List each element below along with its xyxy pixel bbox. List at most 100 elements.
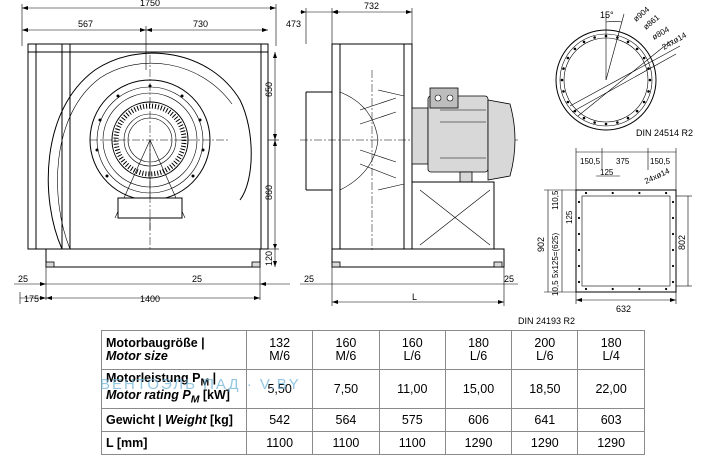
dim-side-series: 5x125=(625)	[551, 233, 560, 278]
bolt-hole	[671, 200, 675, 204]
table-row: Motorleistung PM |Motor rating PM [kW] 5…	[101, 369, 645, 409]
bolt-hole	[566, 100, 570, 104]
table-cell: 641	[511, 408, 579, 432]
bolt-hole	[665, 287, 668, 291]
bolt-hole	[671, 280, 675, 284]
bolt-hole	[648, 78, 652, 82]
table-row: L [mm] 1100 1100 1100 1290 1290 1290	[101, 431, 645, 455]
dim-inlet-depth: 473	[286, 19, 301, 29]
bolt-hole	[562, 67, 565, 70]
bolt-hole	[577, 280, 581, 284]
dim-side-left-off: 25	[304, 274, 314, 284]
table-cell: 5,50	[245, 369, 314, 409]
row-label: Motorbaugröße |Motor size	[101, 330, 247, 370]
table-cell: 1100	[245, 431, 314, 455]
dim-height-top: 650	[264, 82, 274, 97]
dim-overall-width: 1750	[140, 0, 160, 8]
bolt-hole	[577, 200, 581, 204]
dim-inner-h: 802	[677, 235, 687, 250]
table-cell: 575	[378, 408, 446, 432]
side-view: 473 732 25 25	[286, 1, 520, 306]
technical-drawing: 1750 567 730	[14, 0, 693, 326]
dim-side-top: 110,5	[551, 190, 560, 210]
table-cell: 15,00	[444, 369, 513, 409]
watermark: ВЕНТОЭЛЬ ПАД · V.BY	[100, 376, 301, 393]
dim-side-bottom: 10,5	[551, 280, 560, 296]
table-cell: 1290	[511, 431, 579, 455]
table-cell: 542	[245, 408, 314, 432]
dim-left-off: 25	[18, 274, 28, 284]
bolt-hole	[593, 36, 596, 39]
standard-rect: DIN 24193 R2	[518, 316, 575, 326]
dim-left-part: 567	[78, 19, 93, 29]
dim-right-off: 25	[192, 274, 202, 284]
table-cell: 603	[577, 408, 645, 432]
table-cell: 606	[444, 408, 513, 432]
dim-top-pitch: 125	[600, 168, 614, 177]
bolt-hole	[593, 121, 596, 124]
dim-length: L	[412, 292, 417, 302]
dim-top-left: 150,5	[580, 157, 601, 166]
table-cell: 22,00	[577, 369, 645, 409]
bolt-hole	[577, 264, 581, 268]
table-cell: 1290	[577, 431, 645, 455]
row-label: L [mm]	[101, 431, 247, 455]
dim-rect-holes: 24xø14	[643, 166, 671, 186]
row-label: Motorleistung PM |Motor rating PM [kW]	[101, 369, 247, 409]
bolt-hole	[577, 248, 581, 252]
dim-side-pitch: 125	[565, 210, 574, 224]
bolt-hole	[626, 40, 630, 44]
bolt-hole	[642, 56, 646, 60]
bolt-hole	[604, 122, 608, 126]
bolt-hole	[577, 232, 581, 236]
bolt-hole	[560, 78, 564, 82]
bolt-hole	[582, 116, 586, 120]
dim-housing-depth: 732	[364, 1, 379, 11]
bolt-hole	[577, 216, 581, 220]
table-cell: 1100	[312, 431, 380, 455]
table-cell: 1290	[444, 431, 513, 455]
dim-width: 632	[616, 304, 631, 314]
bolt-hole	[671, 232, 675, 236]
bolt-hole	[566, 56, 570, 60]
bolt-hole	[671, 216, 675, 220]
row-label: Gewicht | Weight [kg]	[101, 408, 247, 432]
table-cell: 564	[312, 408, 380, 432]
table-row: Gewicht | Weight [kg] 542 564 575 606 64…	[101, 408, 645, 432]
dim-top-right: 150,5	[650, 157, 671, 166]
bolt-hole	[562, 90, 565, 93]
dim-side-right-off: 25	[504, 274, 514, 284]
bolt-hole	[626, 116, 630, 120]
standard-round: DIN 24514 R2	[636, 128, 693, 138]
bolt-hole	[616, 121, 619, 124]
bolt-hole	[671, 248, 675, 252]
table-cell: 1100	[378, 431, 446, 455]
rect-flange: 150,5 375 150,5 125 24xø14 110,5 125 5x1…	[518, 148, 692, 326]
bolt-hole	[584, 191, 588, 195]
bolt-hole	[638, 287, 641, 291]
dim-right-part: 730	[193, 19, 208, 29]
round-flange: 15° ø904 ø861 ø804 24xø14 DIN 24514 R2	[555, 5, 693, 138]
dim-foot-span: 1400	[140, 294, 160, 304]
dim-foot-offset: 175	[24, 294, 39, 304]
bolt-hole	[638, 191, 641, 195]
table-cell: 11,00	[378, 369, 446, 409]
bolt-hole	[584, 287, 588, 291]
dim-overall-h: 902	[536, 237, 546, 252]
bolt-hole	[582, 40, 586, 44]
bolt-hole	[671, 264, 675, 268]
flange-angle: 15°	[600, 10, 614, 20]
bolt-hole	[642, 100, 646, 104]
dim-top-mid: 375	[616, 157, 630, 166]
table-cell: 7,50	[312, 369, 380, 409]
bolt-hole	[611, 287, 614, 291]
bolt-hole	[573, 47, 577, 51]
bolt-hole	[647, 90, 650, 93]
